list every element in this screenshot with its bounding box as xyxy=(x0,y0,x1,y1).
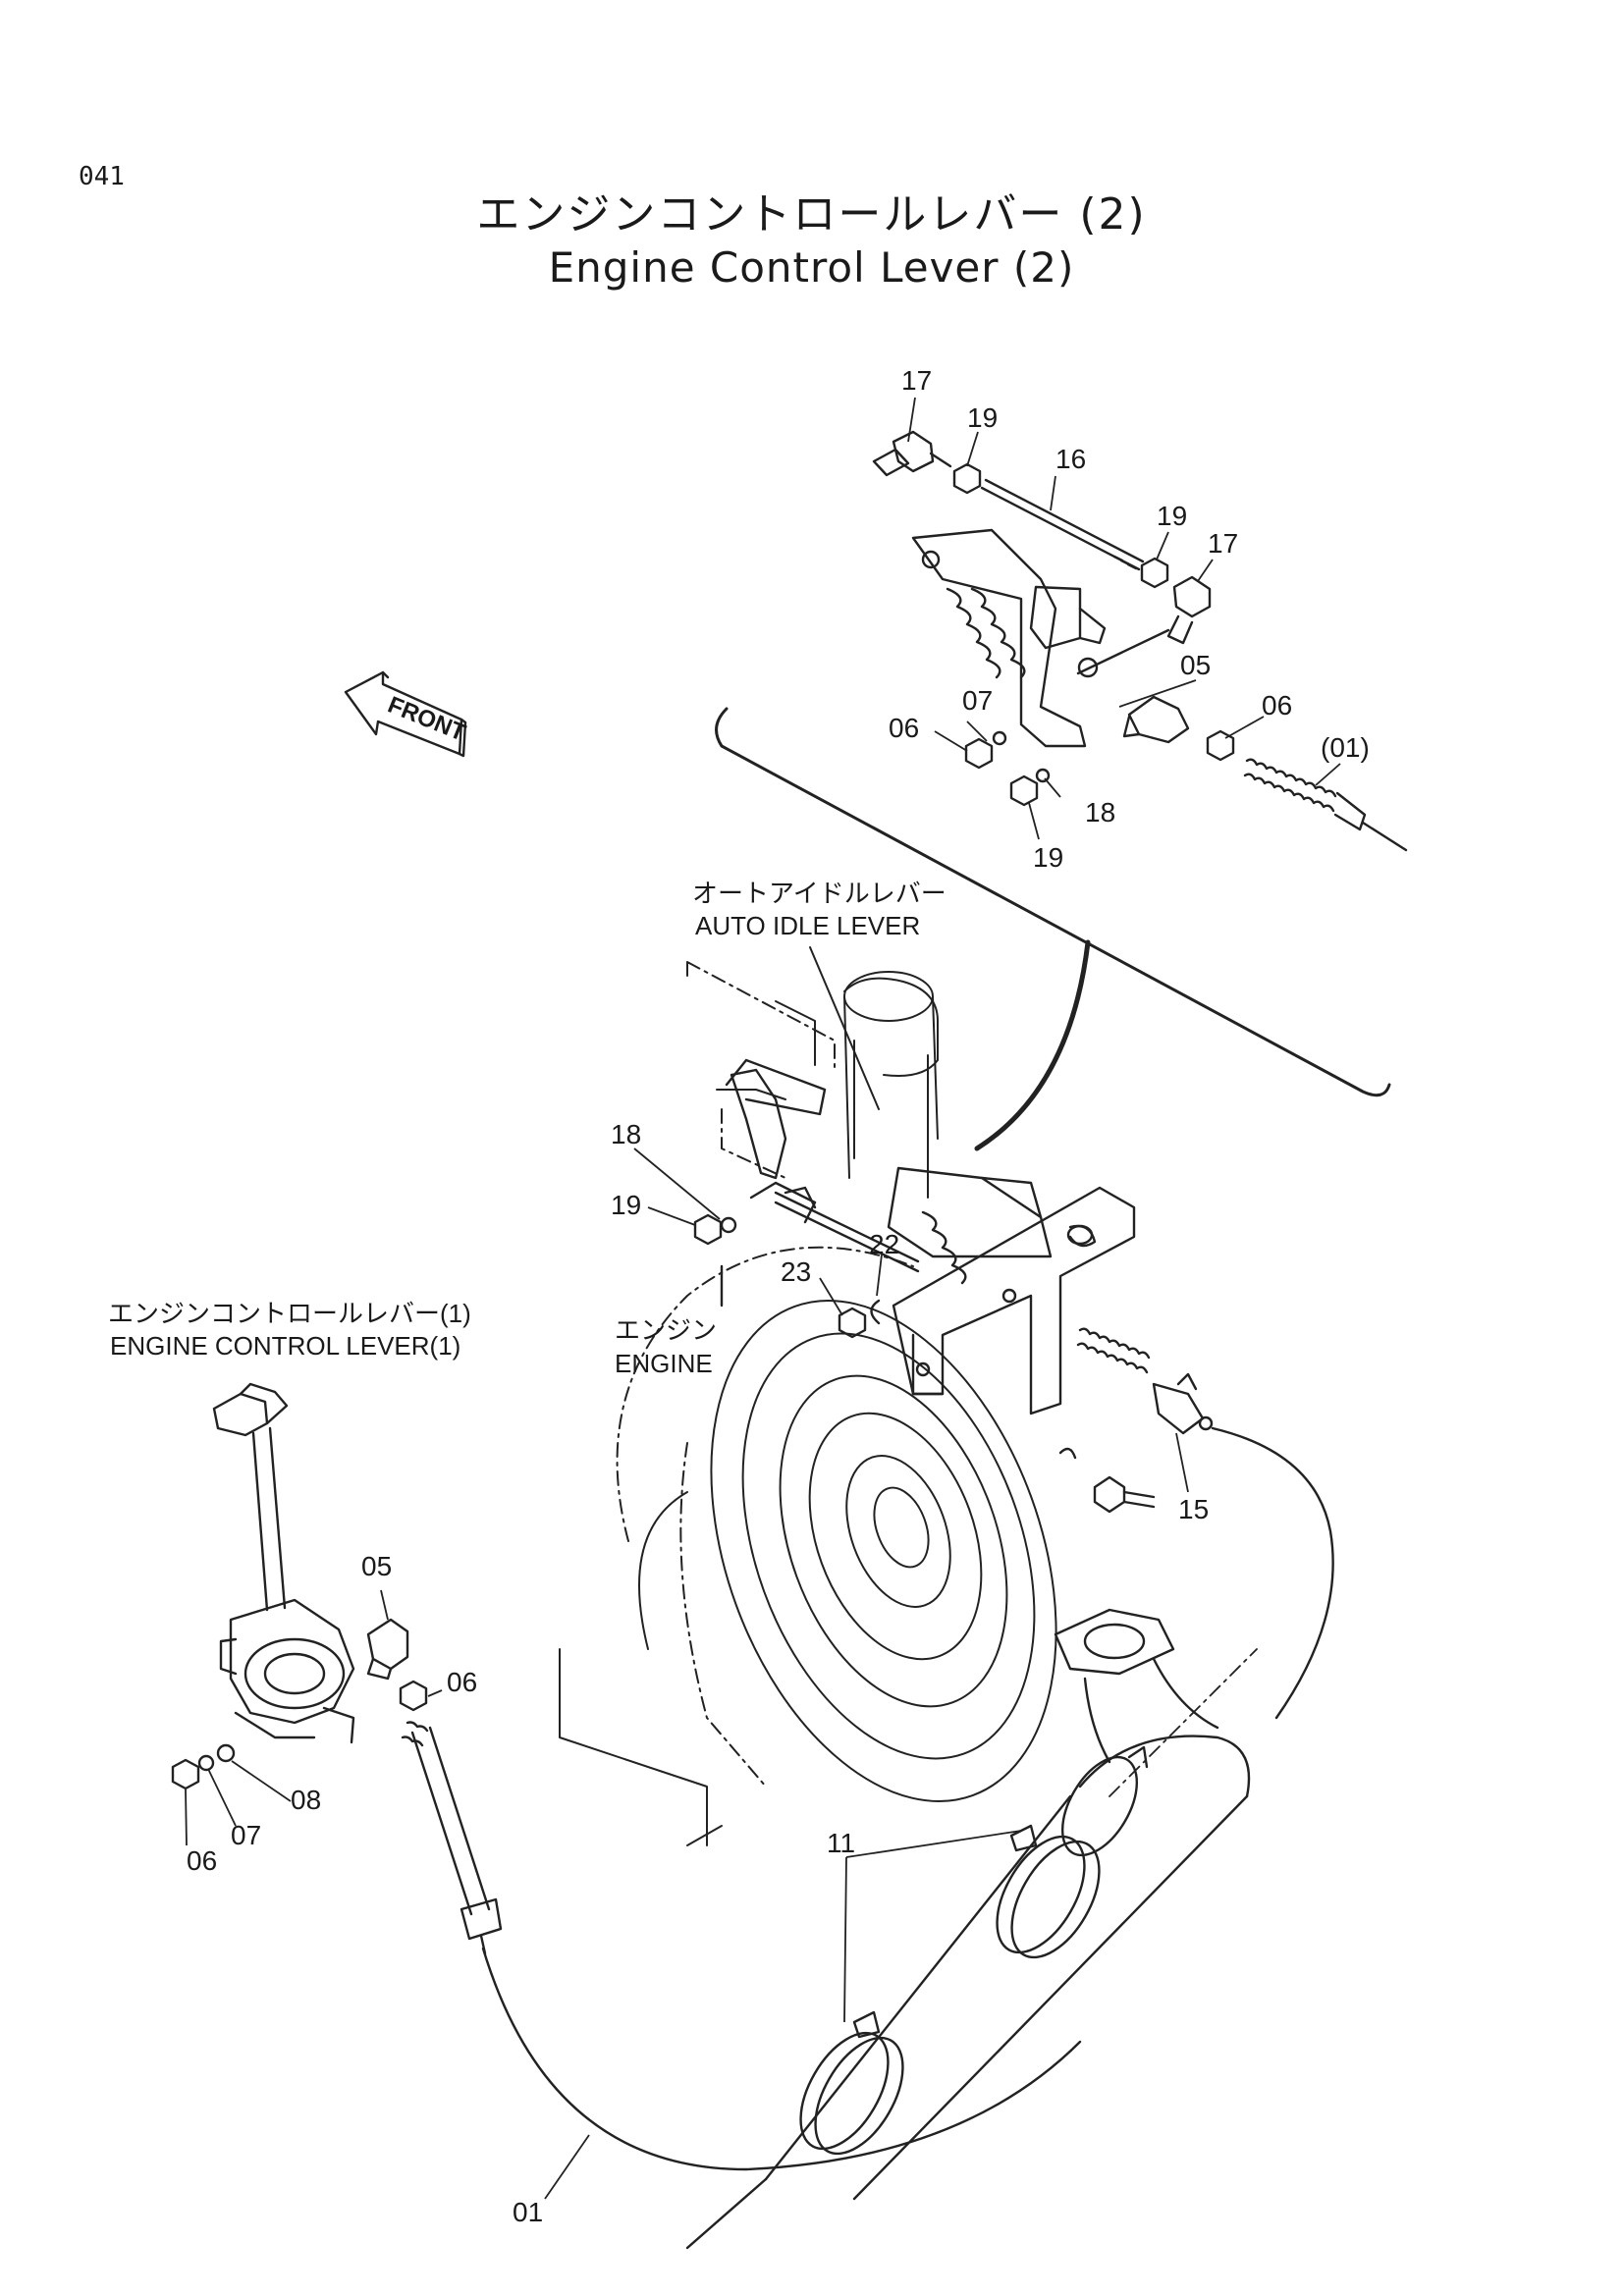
callout-22: 22 xyxy=(869,1229,900,1259)
auto-idle-lever-label-en: AUTO IDLE LEVER xyxy=(695,911,921,940)
callout-08: 08 xyxy=(291,1785,322,1815)
ecl1-label-en: ENGINE CONTROL LEVER(1) xyxy=(110,1331,461,1361)
callout-05: 05 xyxy=(361,1551,393,1581)
page-number: 041 xyxy=(79,162,125,191)
exhaust-pipe xyxy=(685,1608,1258,2250)
callout-19: 19 xyxy=(611,1190,642,1220)
callout-19: 19 xyxy=(1157,501,1188,531)
engine-control-lever-1 xyxy=(171,1382,503,1955)
callout-18: 18 xyxy=(611,1119,642,1149)
callout-23: 23 xyxy=(781,1256,812,1287)
callout-06: 06 xyxy=(447,1667,478,1697)
callout-01: 01 xyxy=(513,2197,544,2227)
callout-06: 06 xyxy=(187,1845,218,1876)
engine-block xyxy=(559,961,1057,1846)
callout-07: 07 xyxy=(962,685,994,716)
title-japanese: エンジンコントロールレバー (2) xyxy=(476,189,1147,240)
title-english: Engine Control Lever (2) xyxy=(548,243,1075,292)
callout-07: 07 xyxy=(231,1820,262,1850)
callout-06: 06 xyxy=(889,713,920,743)
callout-01: (01) xyxy=(1321,732,1370,763)
callout-05: 05 xyxy=(1180,650,1212,680)
auto-idle-lever-assembly xyxy=(693,946,1214,1514)
auto-idle-lever-label-jp: オートアイドルレバー xyxy=(692,879,947,908)
leader-lines xyxy=(185,397,1341,2200)
engine-label-en: ENGINE xyxy=(615,1349,713,1378)
callout-19: 19 xyxy=(967,402,999,433)
ecl1-label-jp: エンジンコントロールレバー(1) xyxy=(108,1299,471,1328)
callout-17: 17 xyxy=(1208,528,1239,559)
callout-19: 19 xyxy=(1033,842,1064,873)
callout-06: 06 xyxy=(1262,690,1293,721)
callout-18: 18 xyxy=(1085,797,1116,828)
upper-linkage-detail xyxy=(872,430,1408,852)
detail-balloon xyxy=(715,707,1391,1097)
callout-15: 15 xyxy=(1178,1494,1210,1524)
callout-11: 11 xyxy=(827,1828,856,1858)
callout-17: 17 xyxy=(901,365,933,396)
main-cable xyxy=(481,1947,1082,2171)
callout-16: 16 xyxy=(1055,444,1087,474)
front-arrow-icon xyxy=(344,670,467,758)
engine-label-jp: エンジン xyxy=(615,1315,718,1345)
